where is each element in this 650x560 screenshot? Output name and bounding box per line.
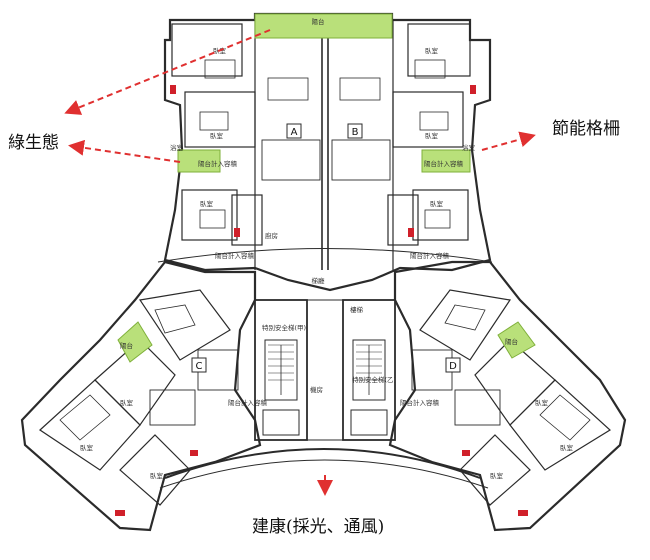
unit-letter-boxes	[191, 123, 461, 373]
room-label-bath-1: 浴室	[170, 143, 184, 152]
callout-energy-grille: 節能格柵	[552, 119, 620, 139]
room-label-flower-d: 陽台計入容積	[400, 398, 440, 407]
green-balcony-c	[117, 321, 153, 363]
room-label-bedroom-d3: 臥室	[490, 471, 504, 480]
arrow-to-energy-grille	[481, 131, 536, 151]
room-label-balcony-top: 陽台	[312, 17, 325, 26]
room-label-bedroom-4: 臥室	[425, 131, 439, 140]
room-label-bedroom-d1: 臥室	[535, 398, 549, 407]
room-label-bedroom-c1: 臥室	[120, 398, 134, 407]
callout-arrows	[64, 29, 536, 496]
upper-curve	[157, 248, 493, 263]
room-label-bedroom-c3: 臥室	[150, 471, 164, 480]
room-label-bedroom-5: 臥室	[200, 199, 214, 208]
callout-orientation: 建康(採光、通風)	[252, 517, 385, 537]
room-label-flower-3: 陽台計入容積	[215, 251, 255, 260]
green-balconies-lower	[117, 321, 536, 363]
room-label-elevator-a: 特別安全梯(甲)	[262, 323, 306, 332]
room-label-bedroom-d2: 臥室	[560, 443, 574, 452]
room-label-balcony-c: 陽台	[120, 341, 133, 350]
curved-facade	[164, 448, 481, 479]
room-label-flower-2: 陽台計入容積	[424, 159, 464, 168]
room-label-elevator-b: 特別安全梯(乙)	[352, 375, 396, 384]
curved-facade-inner	[159, 459, 489, 489]
room-label-bedroom-c2: 臥室	[80, 443, 94, 452]
unit-label-a: A	[291, 127, 298, 138]
green-balcony-right	[421, 149, 471, 173]
room-label-stair: 梯廳	[312, 276, 326, 285]
lower-left-wing	[20, 260, 262, 532]
room-label-bedroom-3: 臥室	[210, 131, 224, 140]
room-label-kitchen: 廚房	[265, 231, 278, 240]
unit-label-d: D	[449, 361, 457, 372]
core	[254, 299, 396, 441]
room-label-flower-c: 陽台計入容積	[228, 398, 268, 407]
unit-label-c: C	[196, 361, 203, 372]
room-label-balcony-d: 陽台	[505, 337, 518, 346]
callout-green-ecology: 綠生態	[8, 133, 59, 153]
room-label-bedroom-2: 臥室	[425, 46, 439, 55]
room-label-bedroom-6: 臥室	[430, 199, 444, 208]
green-balcony-d	[497, 321, 536, 359]
room-label-lobby: 機房	[310, 385, 323, 394]
room-label-flower-1: 陽台計入容積	[198, 159, 238, 168]
arrow-to-green-ecology-mid	[68, 139, 181, 163]
lower-right-wing	[388, 260, 627, 532]
upper-block	[163, 12, 492, 292]
arrow-to-green-ecology-top	[64, 29, 271, 115]
room-label-landing: 樓梯	[350, 305, 364, 314]
room-labels: 陽台 臥室 臥室 臥室 臥室 浴室 浴室 陽台計入容積 陽台計入容積 臥室 臥室…	[80, 17, 574, 480]
green-balcony-top	[254, 13, 393, 39]
green-balconies-upper	[177, 13, 471, 173]
unit-label-b: B	[352, 127, 359, 138]
room-label-flower-4: 陽台計入容積	[410, 251, 450, 260]
room-label-bath-2: 浴室	[462, 143, 476, 152]
red-markers	[115, 85, 528, 516]
